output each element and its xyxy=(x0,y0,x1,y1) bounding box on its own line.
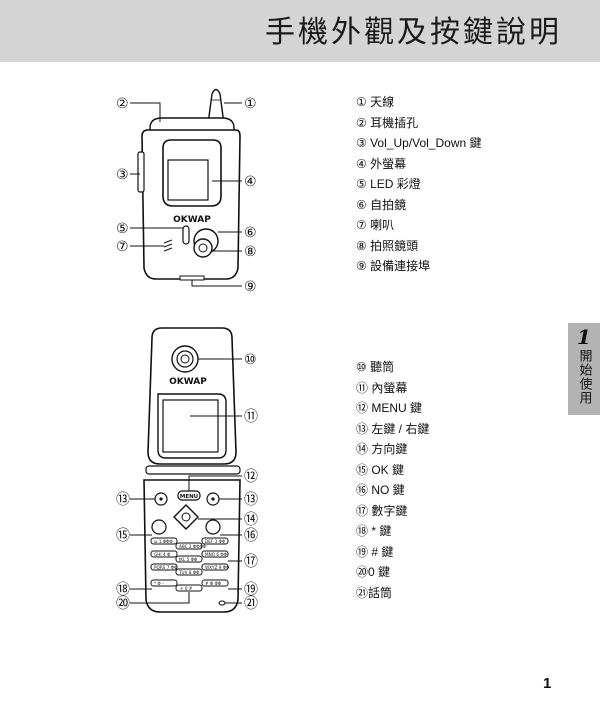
callout-6: ⑥ xyxy=(244,225,257,241)
key-7 xyxy=(150,563,178,571)
callout-16: ⑯ xyxy=(244,528,258,544)
svg-text:# Φ ΦΦ: # Φ ΦΦ xyxy=(205,581,222,586)
microphone xyxy=(218,600,226,606)
list-item: ⑭ 方向鍵 xyxy=(356,442,408,456)
brand-logo-bottom: OKWAP xyxy=(169,377,207,387)
callout-11: ⑪ xyxy=(244,409,258,425)
callout-18: ⑱ xyxy=(116,582,130,598)
key-star xyxy=(150,579,178,587)
chapter-number: 1 xyxy=(577,325,591,349)
callout-8: ⑧ xyxy=(244,244,257,260)
chapter-title: 開始使用 xyxy=(576,349,592,405)
list-item: ⑦ 喇叭 xyxy=(356,218,395,232)
callout-20: ⑳ xyxy=(116,596,130,612)
key-6 xyxy=(201,550,229,558)
callout-2: ② xyxy=(116,96,129,112)
svg-text:GHI 4 Φ: GHI 4 Φ xyxy=(154,552,171,557)
svg-text:TUV 8 ΦΦ: TUV 8 ΦΦ xyxy=(178,570,200,575)
list-item: ⑫ MENU 鍵 xyxy=(356,401,423,415)
svg-text:JKL 5 ΦΦ: JKL 5 ΦΦ xyxy=(178,557,198,562)
key-5 xyxy=(175,555,203,563)
list-item: ④ 外螢幕 xyxy=(356,156,407,171)
no-key xyxy=(205,519,221,535)
list-item: ① 天線 xyxy=(356,95,395,109)
open-phone-diagram: OKWAP MENU ω 1 ΦΦΦ ABC 2 ΦΦΦΦ DEF 3 ΦΦ xyxy=(130,327,242,613)
callout-4: ④ xyxy=(244,174,257,190)
list-item: ③ Vol_Up/Vol_Down 鍵 xyxy=(356,136,482,150)
chapter-tab: 1 開始使用 xyxy=(568,323,600,415)
callout-14: ⑭ xyxy=(244,512,258,528)
antenna xyxy=(207,88,225,125)
key-0 xyxy=(175,584,203,592)
list-item: ⑤ LED 彩燈 xyxy=(356,177,421,191)
list-item: ⑩ 聽筒 xyxy=(356,360,395,374)
list-item: ⑯ NO 鍵 xyxy=(356,483,405,497)
svg-text:PQRS 7 ΦΦ: PQRS 7 ΦΦ xyxy=(154,565,178,570)
svg-text:MENU: MENU xyxy=(180,494,198,500)
list-item: ⑱ * 鍵 xyxy=(356,524,392,538)
header-bar: 手機外觀及按鍵說明 xyxy=(0,0,600,62)
closed-phone-diagram: OKWAP xyxy=(130,88,242,287)
list-item: ⑰ 數字鍵 xyxy=(356,503,408,518)
callout-19: ⑲ xyxy=(244,582,258,598)
list-item: ⑲ # 鍵 xyxy=(356,544,394,559)
list-item: ⑥ 自拍鏡 xyxy=(356,197,407,212)
callout-1: ① xyxy=(244,96,257,112)
callout-12: ⑫ xyxy=(244,469,258,485)
list-item: ㉑話筒 xyxy=(356,585,393,600)
svg-text:ABC 2 ΦΦΦΦ: ABC 2 ΦΦΦΦ xyxy=(179,544,207,549)
key-2 xyxy=(175,542,203,550)
brand-logo-top: OKWAP xyxy=(173,215,211,225)
device-port xyxy=(179,275,205,281)
callout-9: ⑨ xyxy=(244,279,257,295)
volume-key xyxy=(137,151,145,193)
list-item: ⑮ OK 鍵 xyxy=(356,462,405,477)
ok-key xyxy=(151,519,167,535)
svg-text:* Φ –: * Φ – xyxy=(154,581,164,586)
list-item: ⑨ 設備連接埠 xyxy=(356,259,431,273)
svg-text:WXYZ 9 ΦΦ: WXYZ 9 ΦΦ xyxy=(205,565,230,570)
list-item: ⑧ 拍照鏡頭 xyxy=(356,238,419,253)
number-keys: ω 1 ΦΦΦ ABC 2 ΦΦΦΦ DEF 3 ΦΦ GHI 4 Φ JKL … xyxy=(150,537,230,592)
key-1 xyxy=(150,537,178,545)
list-item: ② 耳機插孔 xyxy=(356,115,419,130)
key-3 xyxy=(201,537,229,545)
svg-text:MNO 6 ΦΦ: MNO 6 ΦΦ xyxy=(205,552,228,557)
key-8 xyxy=(175,568,203,576)
list-item: ⑬ 左鍵 / 右鍵 xyxy=(356,421,430,436)
key-4 xyxy=(150,550,178,558)
page-number: 1 xyxy=(543,675,552,692)
led-light xyxy=(182,225,190,245)
svg-text:DEF 3 ΦΦ: DEF 3 ΦΦ xyxy=(205,539,226,544)
exterior-parts-list: ① 天線 ② 耳機插孔 ③ Vol_Up/Vol_Down 鍵 ④ 外螢幕 ⑤ … xyxy=(356,92,482,277)
list-item: ⑪ 內螢幕 xyxy=(356,380,408,395)
inner-screen xyxy=(162,399,219,453)
hinge xyxy=(145,465,241,475)
callout-17: ⑰ xyxy=(244,554,258,570)
callout-13-right: ⑬ xyxy=(244,492,258,508)
svg-text:ω 1 ΦΦΦ: ω 1 ΦΦΦ xyxy=(154,539,173,544)
callout-3: ③ xyxy=(116,167,129,183)
callout-21: ㉑ xyxy=(244,596,258,612)
callout-10: ⑩ xyxy=(244,352,257,368)
callout-5: ⑤ xyxy=(116,221,129,237)
key-9 xyxy=(201,563,229,571)
outer-screen xyxy=(167,159,209,201)
list-item: ⑳0 鍵 xyxy=(356,565,391,579)
svg-text:+ 0 #: + 0 # xyxy=(180,586,193,591)
callout-7: ⑦ xyxy=(116,239,129,255)
key-hash xyxy=(201,579,229,587)
page-title: 手機外觀及按鍵說明 xyxy=(265,15,562,50)
callout-15: ⑮ xyxy=(116,528,130,544)
callout-13-left: ⑬ xyxy=(116,492,130,508)
speaker-grille xyxy=(163,239,173,252)
keypad-parts-list: ⑩ 聽筒 ⑪ 內螢幕 ⑫ MENU 鍵 ⑬ 左鍵 / 右鍵 ⑭ 方向鍵 ⑮ OK… xyxy=(356,357,429,603)
